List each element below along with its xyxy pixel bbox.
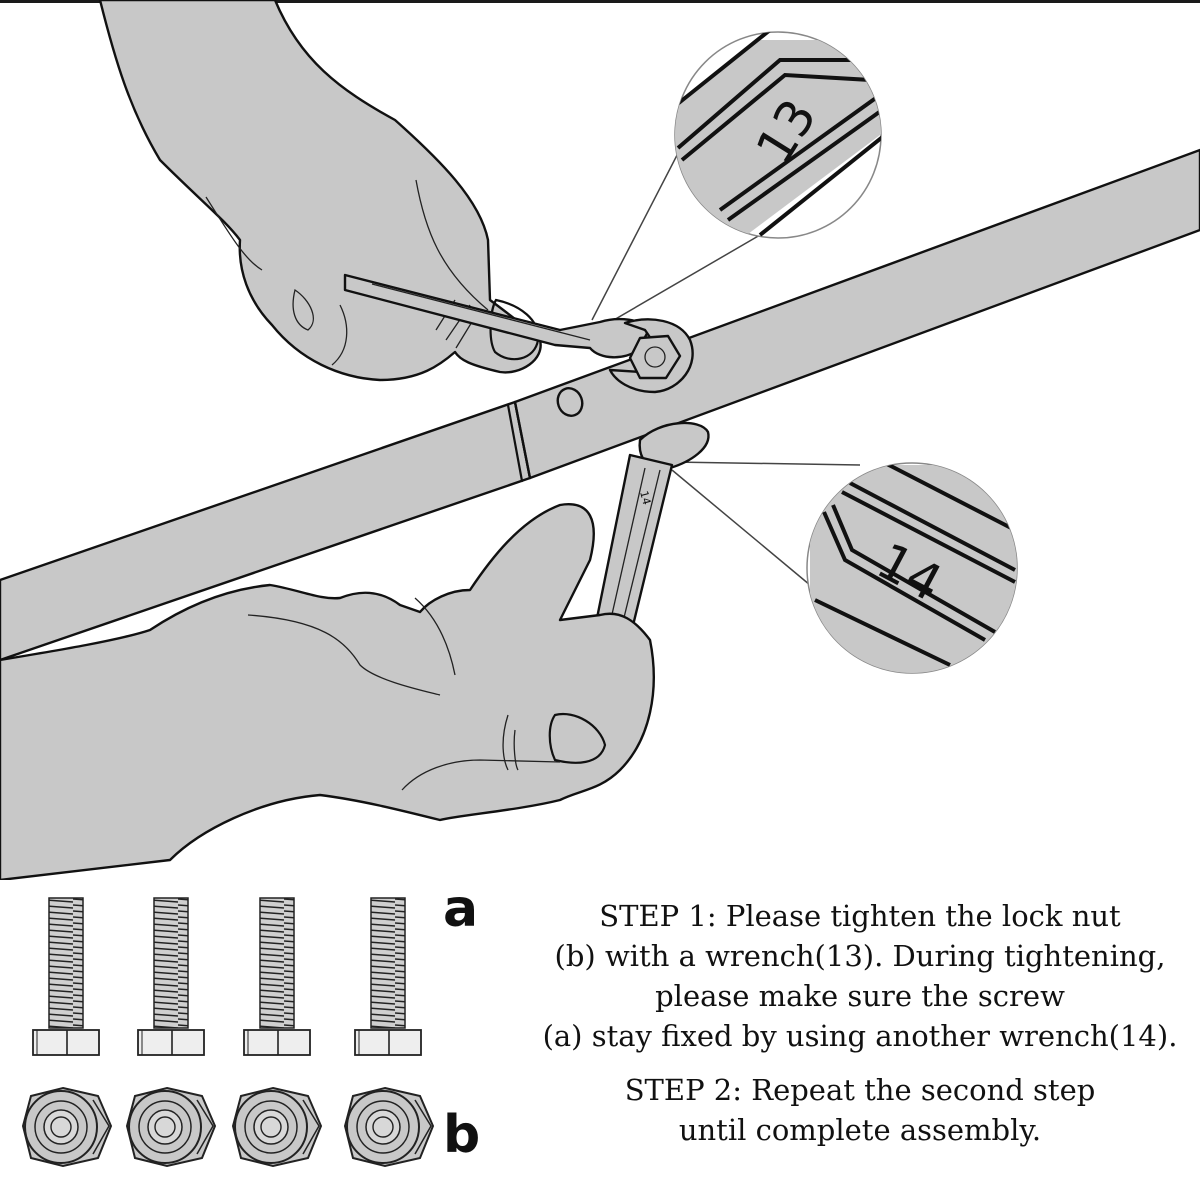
callout-lines [591,129,861,586]
screw-icon [243,897,311,1056]
upper-wrench [343,273,694,394]
lower-wrench-marking: 14 [637,489,653,506]
screw-icon [354,897,422,1056]
lock-nut-icon [126,1087,216,1167]
instructions: STEP 1: Please tighten the lock nut (b) … [520,896,1200,1150]
nut-label: b [443,1105,480,1165]
step-1-line: please make sure the screw [655,979,1065,1013]
step-1-line: (b) with a wrench(13). During tightening… [554,939,1166,973]
lock-nut-icon [344,1087,434,1167]
screw-label: a [443,880,478,939]
step-2-line: STEP 2: Repeat the second step [624,1073,1096,1107]
lock-nut-icon [22,1087,112,1167]
lower-hand [0,503,655,880]
step-2-line: until complete assembly. [678,1113,1042,1147]
screw-icon [32,897,100,1056]
hardware-parts: a b [22,880,480,1167]
assembly-illustration: 14 13 [0,0,1200,880]
step-1-line: STEP 1: Please tighten the lock nut [599,899,1121,933]
top-border [0,0,1200,3]
flat-bar [0,148,1200,662]
callout-13: 13 [674,31,882,239]
screw-icon [137,897,205,1056]
step-1-line: (a) stay fixed by using another wrench(1… [542,1019,1178,1053]
callout-14: 14 [806,462,1018,674]
lock-nut-icon [232,1087,322,1167]
bar-hole [556,387,584,417]
step-2: STEP 2: Repeat the second step until com… [520,1070,1200,1150]
step-1: STEP 1: Please tighten the lock nut (b) … [520,896,1200,1056]
